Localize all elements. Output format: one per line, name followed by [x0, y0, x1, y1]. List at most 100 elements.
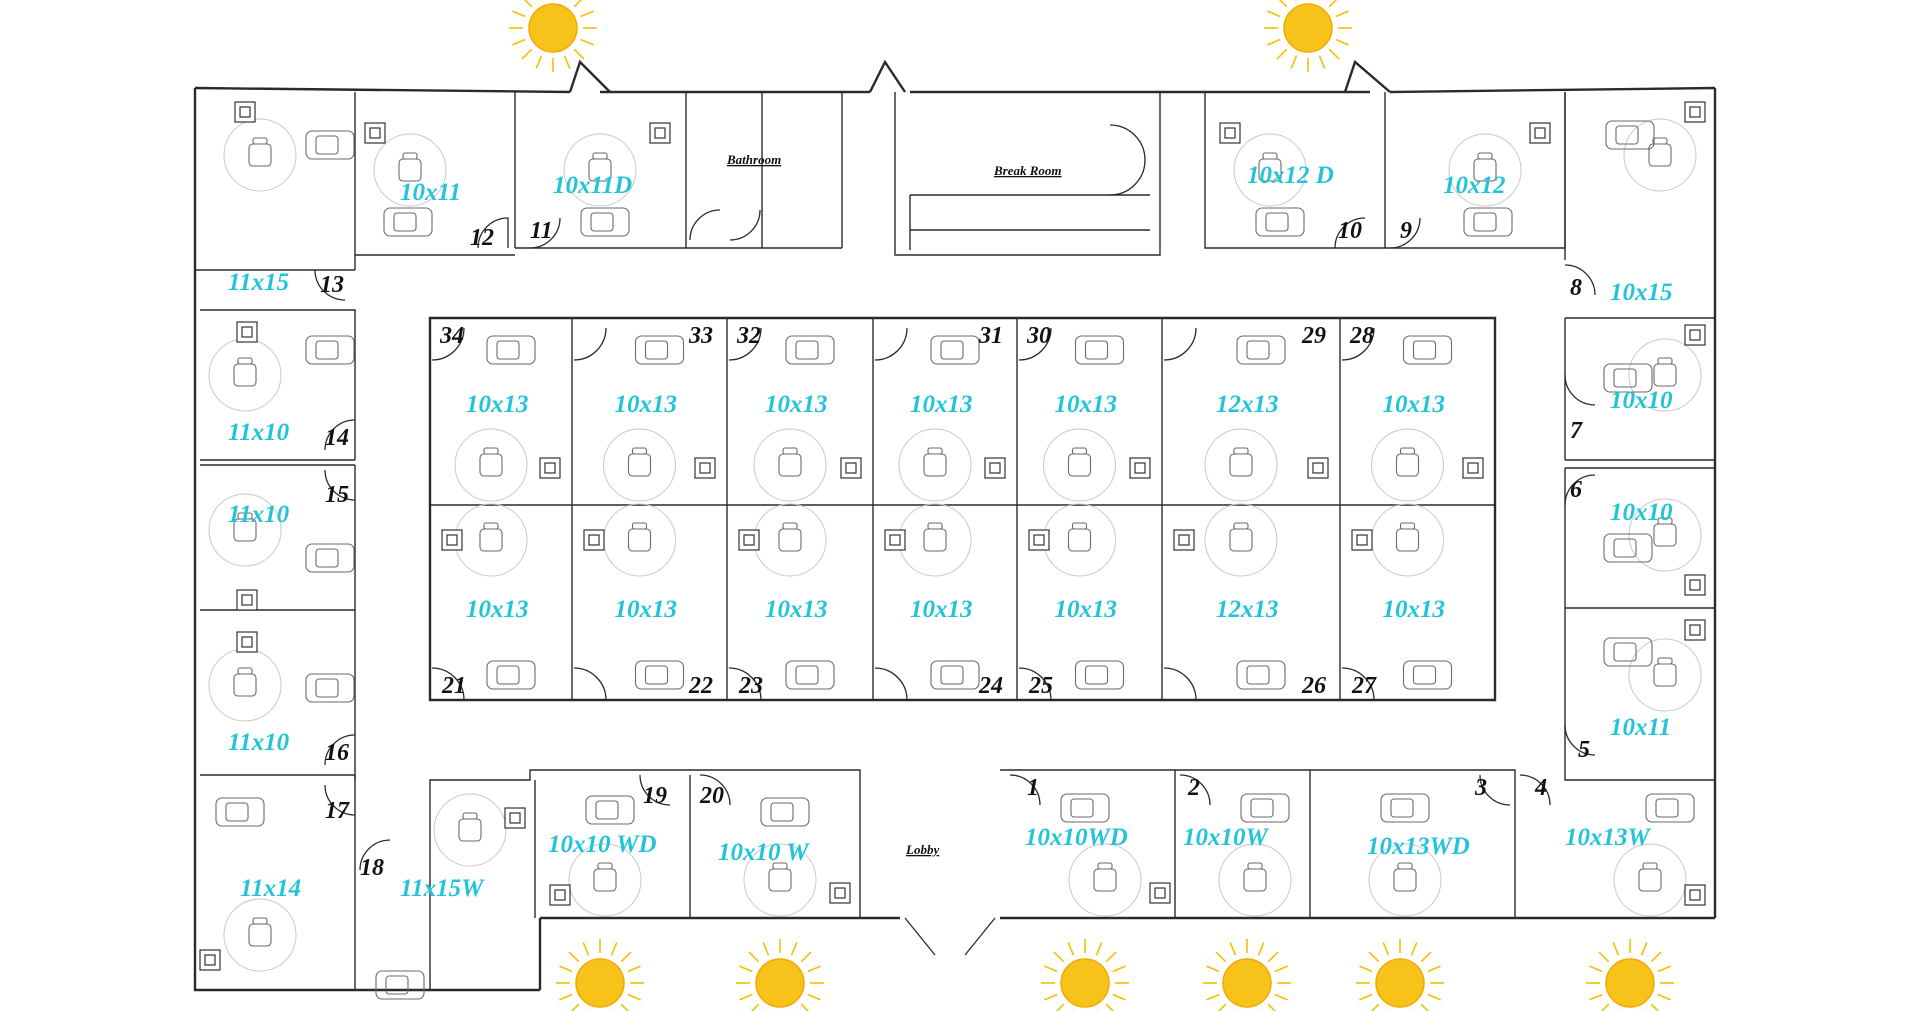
dental-chair-icon [1613, 843, 1687, 917]
right-rooms [1564, 264, 1715, 781]
room-size-label: 10x13 [765, 596, 828, 623]
room-size-label: 10x10W [1183, 824, 1270, 851]
sink-icon [884, 529, 906, 551]
dental-chair-icon [753, 428, 827, 502]
room-number: 5 [1578, 737, 1590, 763]
dental-chair-icon [223, 898, 297, 972]
dental-chair-icon [1068, 843, 1142, 917]
room-number: 20 [699, 783, 724, 809]
room-name: Break Room [993, 163, 1062, 178]
sink-icon [539, 457, 561, 479]
sink-icon [1684, 574, 1706, 596]
sink-icon [738, 529, 760, 551]
sink-icon [1462, 457, 1484, 479]
room-size-label: 10x12 D [1247, 162, 1334, 189]
room-size-label: 10x12 [1443, 172, 1506, 199]
dental-chair-icon [1628, 498, 1702, 572]
center-treatment-block [428, 316, 1497, 702]
patient-chair-icon [1074, 660, 1125, 690]
dental-chair-icon [454, 428, 528, 502]
patient-chair-icon [1255, 207, 1305, 237]
dental-chair-icon [1218, 843, 1292, 917]
room-size-label: 10x13 [765, 391, 828, 418]
sun-icon [556, 939, 644, 1011]
sink-icon [1129, 457, 1151, 479]
room-number: 23 [738, 673, 763, 699]
room-number: 33 [688, 323, 713, 349]
room-size-label: 10x10 [1610, 499, 1673, 526]
dental-chair-icon [1448, 133, 1522, 207]
sink-icon [1351, 529, 1373, 551]
patient-chair-icon [785, 335, 835, 365]
room-number: 18 [360, 855, 384, 881]
room-number: 22 [688, 673, 713, 699]
sink-icon [236, 321, 258, 343]
center-labels: 10x133410x132110x133310x132210x133210x13… [439, 323, 1445, 699]
patient-chair-icon [1605, 120, 1655, 150]
patient-chair-icon [375, 970, 425, 1000]
patient-chair-icon [383, 207, 433, 237]
room-number: 31 [978, 323, 1003, 349]
room-number: 4 [1534, 775, 1547, 801]
sink-icon [1684, 884, 1706, 906]
room-number: 21 [441, 673, 466, 699]
dental-chair-icon [753, 503, 827, 577]
sink-icon [441, 529, 463, 551]
dental-chair-icon [1628, 338, 1702, 412]
room-size-label: 10x13 [1055, 391, 1118, 418]
room-size-label: 10x13 [910, 596, 973, 623]
patient-chair-icon [930, 660, 980, 690]
room-number: 17 [325, 798, 350, 824]
sink-icon [549, 884, 571, 906]
patient-chair-icon [305, 335, 355, 365]
patient-chair-icon [760, 797, 810, 827]
patient-chair-icon [634, 335, 685, 365]
sun-icons [509, 0, 1674, 1011]
patient-chair-icon [215, 797, 265, 827]
dental-chair-icon [898, 428, 972, 502]
patient-chair-icon [585, 795, 635, 825]
dental-chair-icon [1368, 843, 1442, 917]
patient-chair-icon [785, 660, 835, 690]
room-size-label: 11x15W [400, 875, 485, 902]
room-number: 9 [1400, 218, 1412, 244]
room-size-label: 11x14 [240, 875, 301, 902]
patient-chair-icon [930, 335, 980, 365]
sink-icon [364, 122, 386, 144]
room-number: 1 [1027, 775, 1039, 801]
room-number: 24 [978, 673, 1003, 699]
room-size-label: 10x13 [615, 391, 678, 418]
room-size-label: 10x15 [1610, 279, 1673, 306]
patient-chair-icon [1380, 793, 1430, 823]
patient-chair-icon [1603, 637, 1653, 667]
room-name: Lobby [905, 842, 939, 857]
patient-chair-icon [634, 660, 685, 690]
room-size-label: 10x13WD [1367, 833, 1470, 860]
room-number: 15 [325, 482, 349, 508]
patient-chair-icon [1463, 207, 1513, 237]
room-size-label: 10x11D [553, 172, 632, 199]
patient-chair-icon [1060, 793, 1110, 823]
room-size-label: 10x11 [1610, 714, 1671, 741]
room-size-label: 10x13 [1383, 596, 1446, 623]
sink-icon [1307, 457, 1329, 479]
room-name: Bathroom [726, 152, 781, 167]
labels: 10x11 12 10x11D 11 Bathroom Break Room 1… [228, 152, 1673, 902]
room-number: 11 [530, 218, 553, 244]
dental-chair-icon [1204, 428, 1278, 502]
dental-chair-icon [433, 793, 507, 867]
room-number: 13 [320, 272, 344, 298]
room-number: 10 [1338, 218, 1362, 244]
sink-icon [840, 457, 862, 479]
room-number: 19 [643, 783, 667, 809]
dental-chair-icon [454, 503, 528, 577]
patient-chair-icon [1240, 793, 1290, 823]
room-number: 14 [325, 425, 349, 451]
sun-icon [1203, 939, 1291, 1011]
room-size-label: 10x10 WD [548, 831, 657, 858]
room-number: 27 [1351, 673, 1377, 699]
room-size-label: 10x13 [615, 596, 678, 623]
room-size-label: 11x10 [228, 729, 290, 756]
sink-icon [1529, 122, 1551, 144]
